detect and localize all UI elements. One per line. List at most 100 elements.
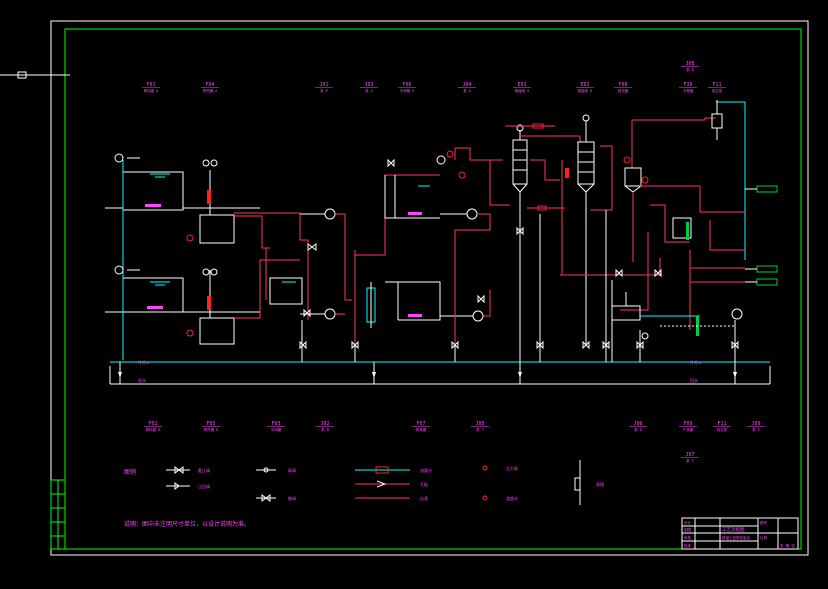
equipment-tag: F01 — [146, 82, 155, 88]
header-label-right: 冷却水 — [690, 359, 702, 365]
legend-item: 蝶阀 — [288, 495, 296, 501]
drawing-note: 说明：图中未注明尺寸单位，以设计说明为准。 — [124, 520, 250, 528]
instrument-bubble — [202, 159, 210, 167]
instrument-bubble — [186, 234, 194, 242]
valve — [303, 308, 311, 318]
equipment-tag: F03 — [271, 421, 280, 427]
equipment-tag: F11 — [712, 82, 721, 88]
piping — [105, 100, 778, 385]
equipment-tag-subtitle: 真空泵 — [717, 427, 728, 432]
equipment-tag-subtitle: 泵 B — [321, 427, 329, 432]
valve — [351, 340, 359, 350]
instrument-bubble — [202, 268, 210, 276]
equipment-tag-subtitle: 泵 E — [752, 427, 760, 432]
sheet-count: 张 第 张 — [780, 543, 795, 548]
equipment-tag: F06 — [402, 82, 411, 88]
title-block — [681, 517, 799, 550]
equipment-tag: J06 — [633, 421, 642, 427]
equipment-tag-subtitle: 回流罐 — [618, 88, 629, 93]
legend-item: 止回阀 — [198, 483, 210, 489]
equipment-tag-subtitle: 冷凝器 — [683, 88, 694, 93]
equipment-tag: F04 — [205, 82, 214, 88]
header-label-left2: 给水 — [138, 377, 146, 383]
equipment-tag-subtitle: 泵 D — [634, 427, 642, 432]
equipment-tag-subtitle: 冷却器 A — [400, 88, 416, 93]
valve — [477, 294, 485, 304]
drawing-scale: 比例 — [760, 535, 768, 540]
legend-item: 孔板 — [420, 481, 428, 487]
title-block-row: 制图 — [684, 527, 692, 532]
equipment-tag-subtitle: 真空泵 — [712, 88, 723, 93]
valve — [654, 268, 662, 278]
valve — [582, 340, 590, 350]
instrument-bubble — [210, 268, 218, 276]
instrument-bubble — [446, 150, 454, 158]
equipment-tag: J04 — [462, 82, 471, 88]
equipment-tag-subtitle: 产品罐 — [683, 427, 694, 432]
equipment-tag-subtitle: 泵 C — [476, 427, 484, 432]
legend-item: 仪表 — [420, 495, 428, 501]
header-label-right2: 回水 — [690, 377, 698, 383]
instrument-bubble — [641, 176, 649, 184]
drawing-border — [64, 28, 802, 550]
valve — [731, 340, 739, 350]
legend-item: 截止阀 — [198, 467, 210, 473]
equipment-tag: F02 — [148, 421, 157, 427]
equipment-tag: E02 — [580, 82, 589, 88]
valve — [387, 158, 395, 168]
equipment-tag: J09 — [751, 421, 760, 427]
header-arrows — [118, 372, 737, 378]
instrument-bubble — [186, 329, 194, 337]
valve — [516, 226, 524, 236]
valve — [615, 268, 623, 278]
revision-strip — [50, 479, 66, 550]
equipment-tag: F09 — [683, 421, 692, 427]
equipment-tag: F10 — [683, 82, 692, 88]
instrument-bubble — [210, 159, 218, 167]
equipment-tag: J07 — [685, 452, 694, 458]
equipment-tag-subtitle: 再沸器 — [416, 427, 427, 432]
header-label-left: 冷却水 — [138, 359, 150, 365]
legend-item: 压力表 — [506, 465, 518, 471]
legend-title: 图例 — [124, 468, 136, 476]
equipment-tag: F05 — [206, 421, 215, 427]
equipment-tag: J03 — [364, 82, 373, 88]
equipment-tag: J01 — [319, 82, 328, 88]
legend-item: 球阀 — [288, 467, 296, 473]
instrument-bubble — [623, 156, 631, 164]
instrument-bubble — [641, 332, 649, 340]
preheater-f05 — [199, 317, 235, 345]
tank-f07 — [385, 281, 441, 321]
equipment-tag-subtitle: 精馏塔 A — [515, 88, 531, 93]
equipment-tag-subtitle: 中间罐 — [271, 427, 282, 432]
legend-item: 流量计 — [420, 467, 432, 473]
title-block-row: 审核 — [684, 535, 692, 540]
valve — [636, 340, 644, 350]
tank-f06 — [384, 175, 440, 219]
equipment-tag: J08 — [685, 61, 694, 67]
legend-item: 温度计 — [506, 495, 518, 501]
preheater-f04 — [199, 214, 235, 244]
instrument-bubble — [114, 153, 124, 163]
equipment-tag: E01 — [517, 82, 526, 88]
crosshair-handle[interactable] — [17, 71, 27, 79]
equipment-tag: F11 — [717, 421, 726, 427]
title-block-row: 设计 — [684, 520, 692, 525]
valves — [299, 158, 739, 350]
valve — [536, 340, 544, 350]
equipment-tag-subtitle: 原料罐 B — [146, 427, 161, 432]
equipment-tag: F07 — [416, 421, 425, 427]
valve — [451, 340, 459, 350]
instrument-bubble — [436, 155, 446, 165]
equipment-tag-subtitle: 泵 A — [365, 88, 374, 93]
equipment-tag-subtitle: 预热器 B — [204, 427, 219, 432]
sheet-frame — [50, 20, 809, 556]
drawing-number: 图号 — [760, 520, 768, 525]
instrument-bubble — [458, 171, 466, 179]
legend: 图例 截止阀 止回阀 球阀 蝶阀 流量计 孔板 仪表 压力表 温度计 — [124, 460, 604, 505]
equipment-tag-subtitle: 精馏塔 B — [578, 88, 593, 93]
instrument-bubble — [114, 265, 124, 275]
equipment-tag-subtitle: 原料罐 A — [144, 88, 160, 93]
